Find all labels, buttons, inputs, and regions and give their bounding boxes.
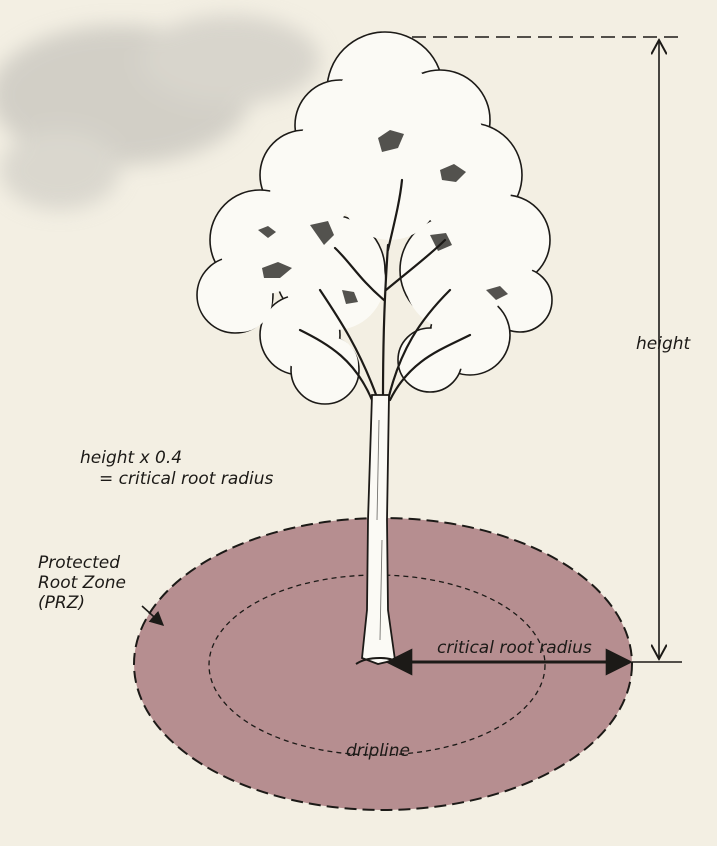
height-label: height <box>636 334 690 354</box>
prz-label-line-1: Protected <box>38 553 126 573</box>
dripline-label: dripline <box>346 741 410 761</box>
prz-label-line-2: Root Zone <box>38 573 126 593</box>
prz-label-line-3: (PRZ) <box>38 593 126 613</box>
critical-root-radius-label: critical root radius <box>437 638 592 658</box>
formula-line-1: height x 0.4 <box>80 448 182 468</box>
protected-root-zone-label: Protected Root Zone (PRZ) <box>38 553 126 613</box>
formula-line-2: = critical root radius <box>99 469 273 489</box>
